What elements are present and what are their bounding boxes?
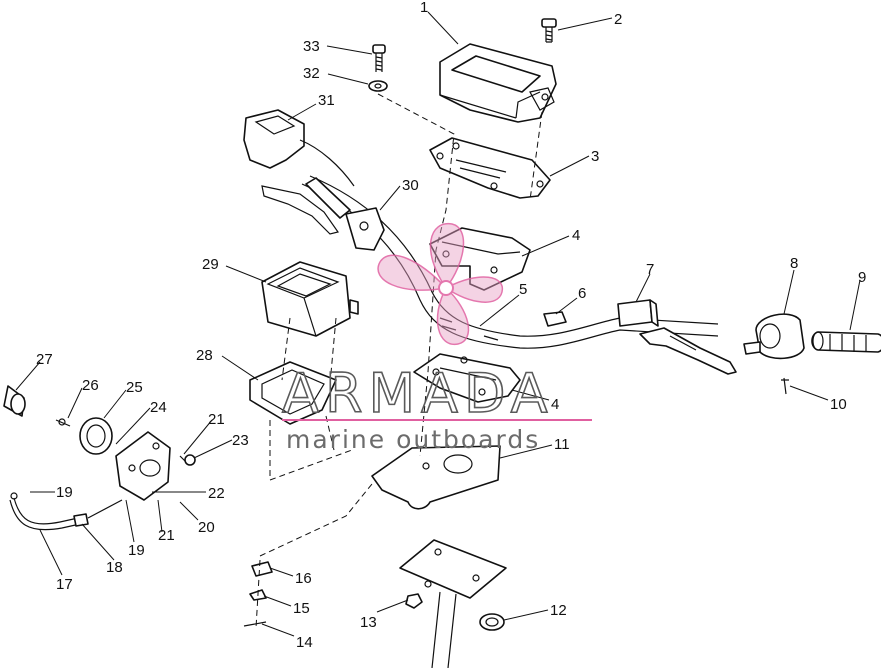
callout-26: 26: [82, 377, 99, 394]
callout-31: 31: [318, 92, 335, 109]
callout-19: 19: [56, 484, 73, 501]
callout-11: 11: [554, 436, 570, 453]
callout-9: 9: [858, 269, 866, 286]
part-brake-lever: [243, 109, 355, 235]
callout-33: 33: [303, 38, 320, 55]
callout-13: 13: [360, 614, 377, 631]
part-screw-10: [781, 377, 789, 395]
part-clip-16: [251, 561, 273, 577]
part-clamp-lower: [413, 353, 521, 403]
callout-2: 2: [614, 11, 622, 28]
callout-1: 1: [420, 0, 428, 16]
callout-28: 28: [196, 347, 213, 364]
part-end-cap: [3, 385, 26, 417]
part-clamp-upper: [429, 227, 531, 291]
callout-3: 3: [591, 148, 599, 165]
part-switch-7: [617, 299, 659, 327]
callout-5: 5: [519, 281, 527, 298]
watermark-brand: ARMADA: [282, 362, 554, 425]
callout-14: 14: [296, 634, 313, 651]
callout-6: 6: [578, 285, 586, 302]
part-pin-18: [73, 513, 89, 527]
callout-16: 16: [295, 570, 312, 587]
part-bolt-33: [372, 44, 386, 72]
part-right-lever: [639, 327, 737, 375]
part-bolt-19: [87, 499, 123, 519]
part-lever-clamp: [305, 177, 385, 251]
propeller-logo: [377, 222, 504, 345]
callout-4-lower: 4: [551, 396, 559, 413]
callout-24: 24: [150, 399, 167, 416]
callout-32: 32: [303, 65, 320, 82]
part-throttle-housing: [743, 313, 805, 360]
part-nut-23: [184, 454, 196, 466]
part-ring-25: [79, 417, 113, 455]
part-speedometer: [261, 261, 359, 337]
callout-17: 17: [56, 576, 73, 593]
callout-25: 25: [126, 379, 143, 396]
callout-10: 10: [830, 396, 847, 413]
callout-numbers: 1 2 3 4 5 6 7 8 9 10 11 12 13 14 15 16 1…: [36, 0, 866, 651]
callout-21-lower: 21: [158, 527, 175, 544]
part-grip: [811, 331, 881, 353]
part-clip-14: [243, 621, 267, 627]
part-block-6: [543, 311, 567, 327]
callout-19-lower: 19: [128, 542, 145, 559]
callout-20: 20: [198, 519, 215, 536]
part-steering-post: [399, 539, 507, 668]
callout-12: 12: [550, 602, 567, 619]
part-hose-clamp: [479, 613, 505, 631]
part-handlebar-cover: [439, 43, 557, 123]
part-gasket: [249, 361, 337, 425]
alignment-lines: [255, 93, 543, 629]
part-bracket-plate: [371, 445, 501, 510]
part-washer-32: [368, 80, 388, 92]
watermark: ARMADA marine outboards: [281, 222, 592, 454]
callout-27: 27: [36, 351, 53, 368]
callout-15: 15: [293, 600, 310, 617]
part-cable: [9, 492, 81, 531]
part-screw-2: [541, 18, 557, 43]
callout-29: 29: [202, 256, 219, 273]
callout-4: 4: [572, 227, 580, 244]
watermark-tagline: marine outboards: [286, 425, 540, 454]
part-nut-13: [405, 593, 423, 609]
callout-22: 22: [208, 485, 225, 502]
part-washer-26: [55, 418, 71, 427]
callout-21: 21: [208, 411, 225, 428]
callout-23: 23: [232, 432, 249, 449]
part-mounting-plate: [429, 137, 551, 199]
callout-8: 8: [790, 255, 798, 272]
callout-7: 7: [646, 261, 654, 278]
leader-lines: [15, 11, 861, 637]
callout-30: 30: [402, 177, 419, 194]
part-cover-24: [115, 431, 171, 501]
callout-18: 18: [106, 559, 123, 576]
